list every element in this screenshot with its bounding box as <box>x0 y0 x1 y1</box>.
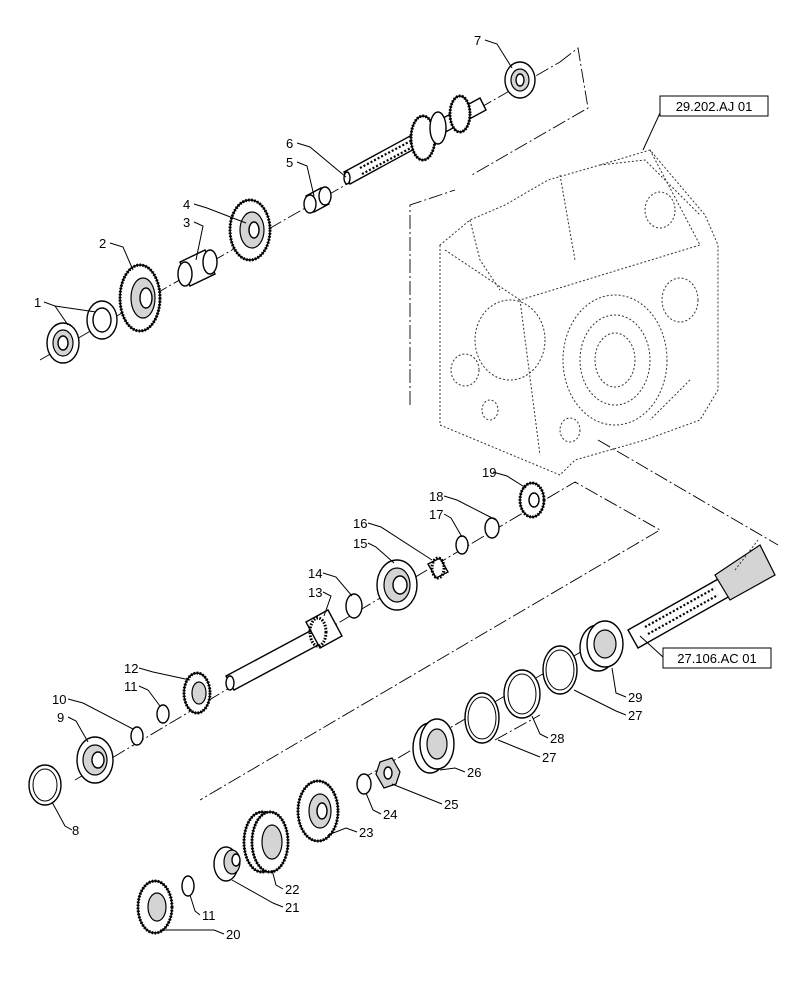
reference-box-housing[interactable]: 29.202.AJ 01 <box>659 95 769 117</box>
callout-8: 8 <box>72 823 79 838</box>
part-2-gear <box>118 263 162 333</box>
leader-lines <box>43 39 664 935</box>
part-13-shaft <box>225 609 343 691</box>
part-6-shaft <box>343 94 487 185</box>
callout-16: 16 <box>353 516 367 531</box>
callout-4: 4 <box>183 197 190 212</box>
callout-15: 15 <box>353 536 367 551</box>
callout-11b: 11 <box>202 908 216 923</box>
part-19-gear <box>518 481 546 519</box>
callout-19: 19 <box>482 465 496 480</box>
part-20-gear <box>136 879 174 935</box>
part-11-ring <box>156 704 170 724</box>
middle-shaft-assembly <box>28 481 661 806</box>
callout-14: 14 <box>308 566 322 581</box>
part-9-bearing <box>76 736 114 784</box>
part-27-snap-ring-lower <box>464 692 500 744</box>
part-23-gear <box>296 779 340 843</box>
callout-22: 22 <box>285 882 299 897</box>
callout-25: 25 <box>444 797 458 812</box>
callout-29: 29 <box>628 690 642 705</box>
part-5-bushing <box>303 186 332 214</box>
callout-28: 28 <box>550 731 564 746</box>
callout-7: 7 <box>474 33 481 48</box>
callout-1: 1 <box>34 295 41 310</box>
callout-17: 17 <box>429 507 443 522</box>
part-27-snap-ring-upper <box>542 645 578 695</box>
part-25-nut <box>375 757 401 789</box>
part-8-snap-ring <box>28 764 62 806</box>
callout-13: 13 <box>308 585 322 600</box>
part-10-ring <box>130 726 144 746</box>
pinion-shaft-assembly <box>136 539 776 935</box>
reference-label-pinion-shaft[interactable]: 27.106.AC 01 <box>677 651 757 666</box>
part-7-bearing <box>504 61 536 99</box>
callout-10: 10 <box>52 692 66 707</box>
part-12-gear <box>182 671 212 715</box>
callout-18: 18 <box>429 489 443 504</box>
callout-21: 21 <box>285 900 299 915</box>
callout-27b: 27 <box>628 708 642 723</box>
part-4-gear <box>228 198 272 262</box>
callout-20: 20 <box>226 927 240 942</box>
part-14-ring <box>345 593 363 619</box>
part-15-bearing <box>376 559 418 611</box>
part-24-ring <box>356 773 372 795</box>
reference-label-housing[interactable]: 29.202.AJ 01 <box>676 99 753 114</box>
callout-5: 5 <box>286 155 293 170</box>
reference-box-pinion-shaft[interactable]: 27.106.AC 01 <box>662 647 772 669</box>
callout-12: 12 <box>124 661 138 676</box>
part-1-bearing-seal <box>46 300 118 364</box>
callout-26: 26 <box>467 765 481 780</box>
callout-3: 3 <box>183 215 190 230</box>
part-16-needle-bearing <box>427 556 449 580</box>
callout-9: 9 <box>57 710 64 725</box>
callout-27a: 27 <box>542 750 556 765</box>
part-28-shim <box>503 669 541 719</box>
callout-2: 2 <box>99 236 106 251</box>
callout-11a: 11 <box>124 679 138 694</box>
callout-23: 23 <box>359 825 373 840</box>
part-18-ring <box>484 517 500 539</box>
callout-numbers: 1 2 3 4 5 6 7 8 9 10 11 11 12 13 14 15 1… <box>34 33 642 942</box>
transmission-housing <box>409 112 779 546</box>
part-3-sleeve <box>177 249 218 287</box>
part-11-ring-lower <box>181 875 195 897</box>
part-17-ring <box>455 535 469 555</box>
part-26-bearing <box>412 718 455 774</box>
callout-24: 24 <box>383 807 397 822</box>
part-21-hub <box>213 846 241 882</box>
part-22-gear <box>242 810 290 874</box>
pinion-shaft-reference <box>627 539 776 649</box>
part-29-bearing <box>579 620 624 672</box>
callout-6: 6 <box>286 136 293 151</box>
top-shaft-assembly <box>39 47 589 364</box>
